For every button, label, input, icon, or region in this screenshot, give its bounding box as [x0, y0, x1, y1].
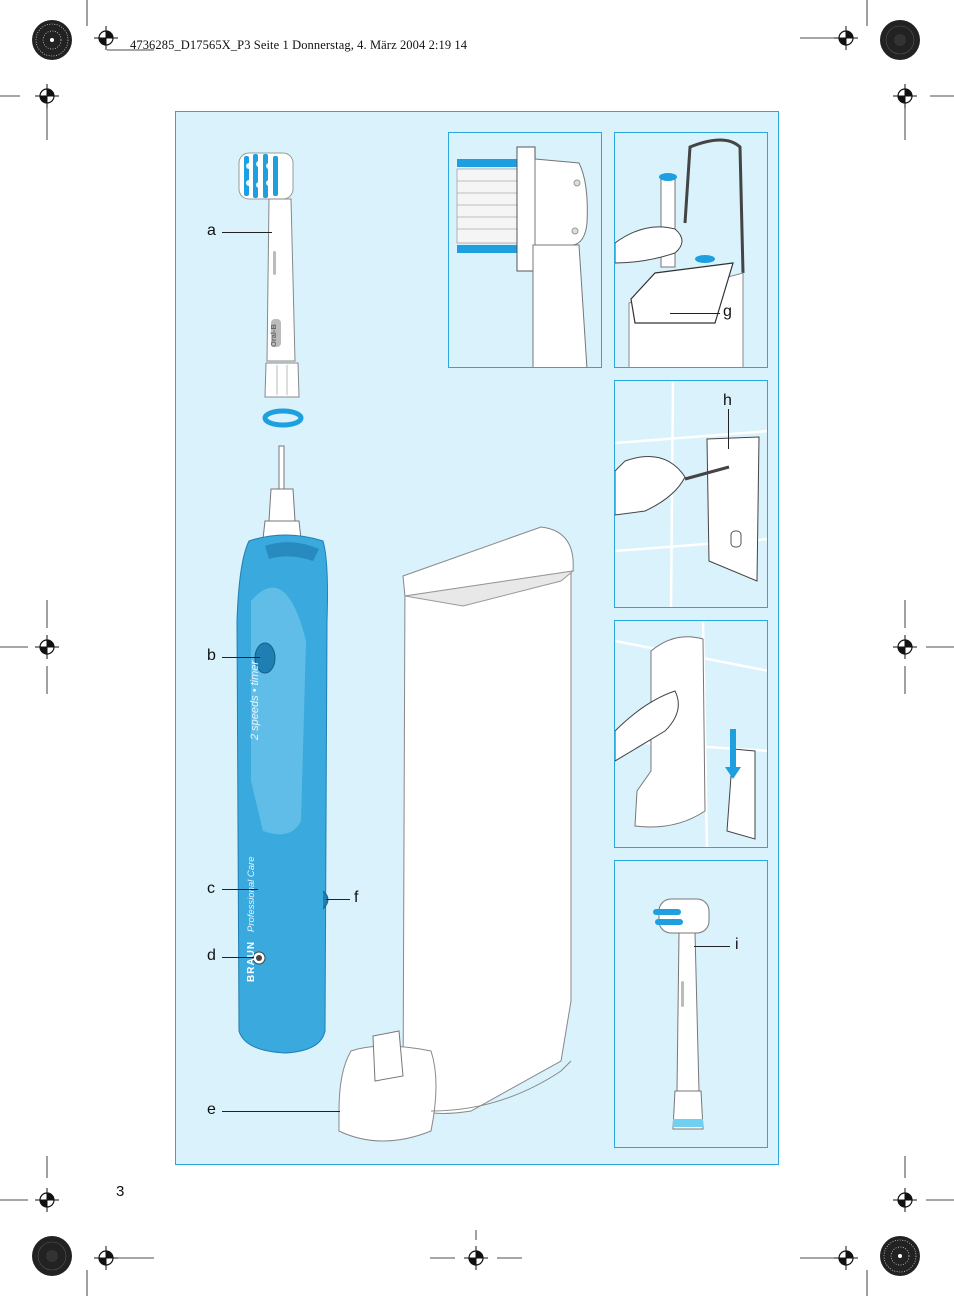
callout-line-b: [222, 657, 260, 658]
callout-label-h: h: [723, 392, 732, 409]
handle-brand-logo: BRAUN: [246, 940, 257, 982]
charger-stand-illustration: [338, 526, 575, 1142]
callout-line-h: [728, 409, 729, 449]
page-number: 3: [116, 1183, 125, 1200]
callout-label-c: c: [207, 880, 215, 897]
callout-line-f: [326, 899, 350, 900]
handle-speed-text: 2 speeds • timer: [249, 660, 261, 740]
callout-label-f: f: [354, 889, 359, 906]
subpanel-wall-mount-screw: [614, 380, 768, 608]
callout-label-b: b: [207, 647, 216, 664]
toothbrush-handle-illustration: [236, 445, 329, 1054]
callout-line-a: [222, 232, 272, 233]
callout-label-g: g: [723, 303, 732, 320]
callout-label-i: i: [735, 936, 739, 953]
callout-line-d: [222, 957, 254, 958]
registration-mark-bottom-left-circle: [32, 1236, 72, 1276]
subpanel-interdental-brush-head: [614, 860, 768, 1148]
callout-label-a: a: [207, 222, 216, 239]
callout-label-e: e: [207, 1101, 216, 1118]
subpanel-charger-mounting: [614, 620, 768, 848]
callout-line-i: [694, 946, 730, 947]
subpanel-brush-holder: [614, 132, 768, 368]
print-header: 4736285_D17565X_P3 Seite 1 Donnerstag, 4…: [130, 38, 468, 52]
callout-line-c: [222, 889, 258, 890]
main-illustration-panel: 2 speeds • timer Professional Care BRAUN…: [175, 111, 779, 1165]
registration-mark-top-left-circle: [32, 20, 72, 60]
callout-line-e: [222, 1111, 340, 1112]
registration-mark-top-right-circle: [880, 20, 920, 60]
handle-model-text: Professional Care: [246, 856, 257, 932]
brush-head-illustration: [238, 152, 300, 398]
subpanel-brush-head-closeup: [448, 132, 602, 368]
seal-ring: [262, 408, 304, 428]
registration-mark-bottom-right-circle: [880, 1236, 920, 1276]
callout-label-d: d: [207, 947, 216, 964]
callout-line-g: [670, 313, 720, 314]
brush-head-brand-mark: Oral-B: [269, 324, 278, 347]
